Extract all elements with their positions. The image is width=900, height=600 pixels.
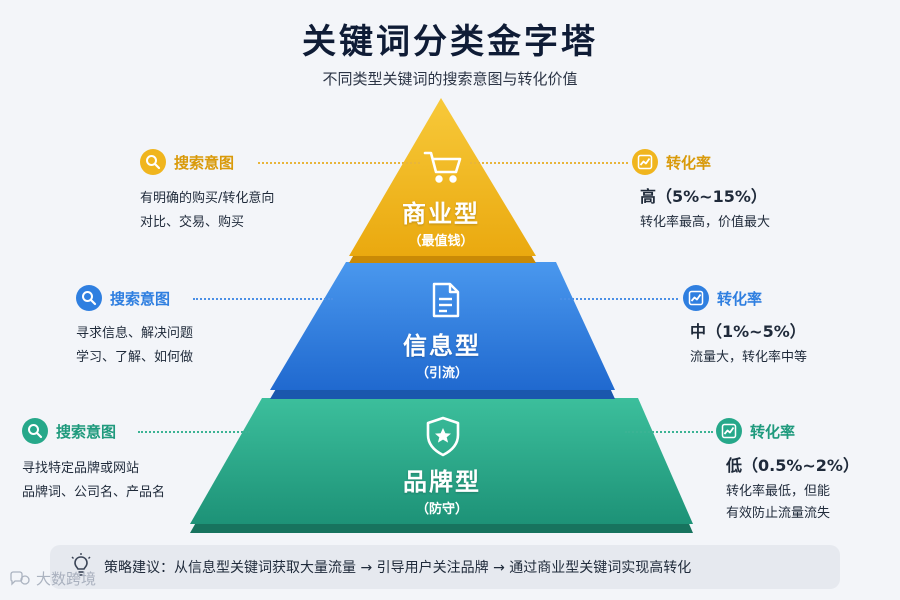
rate-line: 流量大，转化率中等: [690, 350, 808, 365]
search-icon: [22, 418, 48, 444]
page-title: 关键词分类金字塔: [302, 22, 598, 62]
intent-line: 学习、了解、如何做: [76, 350, 194, 365]
intent-title: 搜索意图: [110, 289, 171, 308]
tier-info-name: 信息型: [403, 332, 481, 360]
tier-commercial-name: 商业型: [402, 200, 480, 228]
rate-line: 有效防止流量流失: [726, 506, 831, 521]
strategy-banner: 策略建议：从信息型关键词获取大量流量 → 引导用户关注品牌 → 通过商业型关键词…: [50, 545, 840, 589]
rate-value: 低（0.5%~2%）: [726, 456, 859, 475]
rate-title: 转化率: [666, 153, 712, 172]
watermark-icon: [10, 570, 30, 586]
connector-line: [625, 431, 713, 433]
page-subtitle: 不同类型关键词的搜索意图与转化价值: [322, 70, 578, 88]
connector-line: [258, 162, 420, 164]
tier-brand-face: [190, 398, 693, 524]
search-icon: [76, 285, 102, 311]
intent-line: 寻找特定品牌或网站: [22, 461, 140, 476]
intent-line: 对比、交易、购买: [140, 215, 245, 230]
intent-heading-info: 搜索意图: [76, 285, 170, 311]
intent-heading-brand: 搜索意图: [22, 418, 116, 444]
shopping-cart-icon: [423, 151, 462, 183]
trend-chart-icon: [632, 149, 658, 175]
connector-line: [560, 298, 678, 300]
document-icon: [432, 282, 460, 318]
connector-line: [138, 431, 250, 433]
intent-title: 搜索意图: [56, 422, 117, 441]
connector-line: [193, 298, 333, 300]
tier-info-sub: （引流）: [415, 366, 468, 381]
tier-brand-sub: （防守）: [415, 502, 468, 517]
rate-line: 转化率最低，但能: [726, 484, 831, 499]
intent-line: 寻求信息、解决问题: [76, 326, 194, 341]
tier-commercial-face: [349, 98, 536, 256]
rate-heading-info: 转化率: [683, 285, 762, 311]
rate-line: 转化率最高，价值最大: [640, 215, 771, 230]
rate-value: 中（1%~5%）: [690, 322, 806, 341]
search-icon: [140, 149, 166, 175]
intent-title: 搜索意图: [174, 153, 235, 172]
rate-title: 转化率: [750, 422, 796, 441]
rate-heading-brand: 转化率: [716, 418, 795, 444]
rate-title: 转化率: [717, 289, 763, 308]
tier-info-face: [270, 262, 615, 390]
rate-heading-commercial: 转化率: [632, 149, 711, 175]
strategy-text: 策略建议：从信息型关键词获取大量流量 → 引导用户关注品牌 → 通过商业型关键词…: [104, 560, 692, 576]
trend-chart-icon: [716, 418, 742, 444]
rate-value: 高（5%~15%）: [640, 187, 767, 206]
intent-heading-commercial: 搜索意图: [140, 149, 234, 175]
intent-line: 有明确的购买/转化意向: [140, 191, 275, 206]
connector-line: [470, 162, 628, 164]
trend-chart-icon: [683, 285, 709, 311]
lightbulb-icon: [68, 552, 94, 582]
watermark-text: 大数跨境: [36, 570, 97, 588]
intent-line: 品牌词、公司名、产品名: [22, 485, 166, 500]
shield-star-icon: [426, 416, 460, 457]
tier-commercial-sub: （最值钱）: [408, 234, 474, 249]
tier-brand-name: 品牌型: [403, 468, 481, 496]
watermark-logo: 大数跨境: [8, 568, 96, 589]
